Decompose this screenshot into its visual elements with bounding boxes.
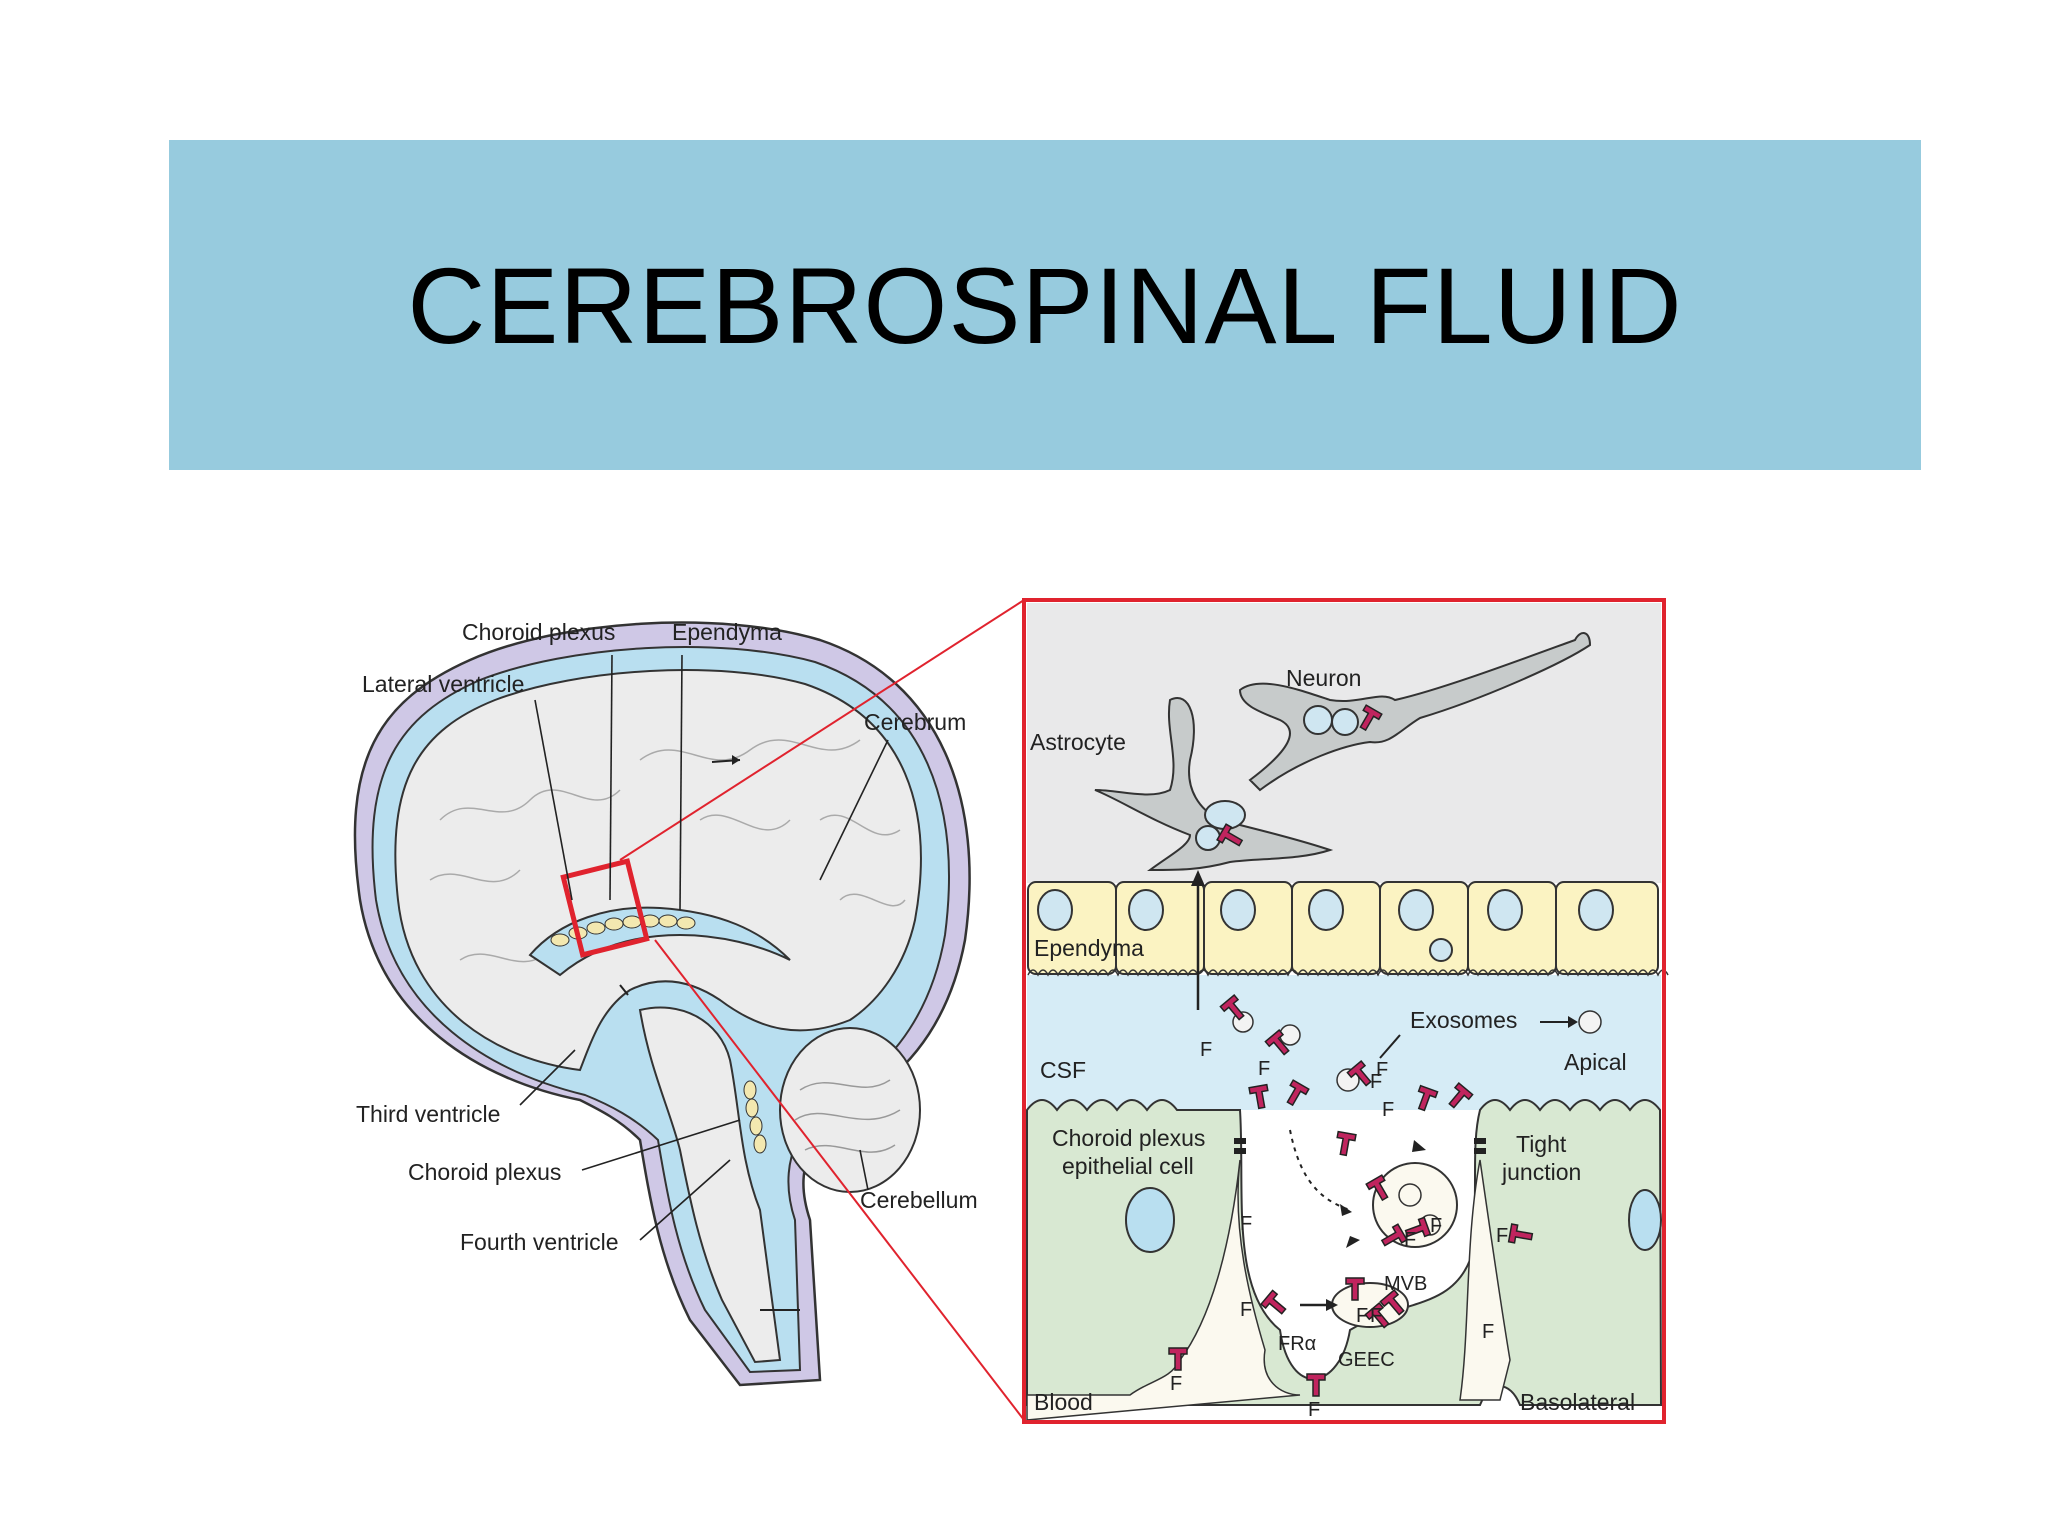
label-tight-line1: Tight bbox=[1516, 1131, 1567, 1157]
label-astrocyte: Astrocyte bbox=[1030, 729, 1126, 755]
slide-title: CEREBROSPINAL FLUID bbox=[407, 244, 1683, 366]
svg-text:F: F bbox=[1376, 1059, 1388, 1081]
label-cerebrum: Cerebrum bbox=[864, 709, 966, 735]
svg-text:F: F bbox=[1404, 1229, 1416, 1251]
brain-sagittal-illustration bbox=[353, 599, 1025, 1421]
svg-text:F: F bbox=[1370, 1305, 1382, 1327]
svg-text:F: F bbox=[1356, 1305, 1368, 1327]
svg-text:F: F bbox=[1430, 1215, 1442, 1237]
svg-text:F: F bbox=[1240, 1299, 1252, 1321]
choroid-plexus-lower bbox=[743, 1080, 767, 1154]
svg-text:F: F bbox=[1370, 1071, 1382, 1093]
label-neuron: Neuron bbox=[1286, 665, 1361, 691]
label-geec: GEEC bbox=[1338, 1349, 1395, 1371]
label-blood: Blood bbox=[1034, 1389, 1093, 1415]
label-basolateral: Basolateral bbox=[1520, 1389, 1635, 1415]
label-tight-line2: junction bbox=[1501, 1159, 1581, 1185]
svg-text:F: F bbox=[1200, 1039, 1212, 1061]
label-cerebellum: Cerebellum bbox=[860, 1187, 978, 1213]
brain-leader-lines bbox=[519, 654, 889, 1241]
label-choroid-cell-line2: epithelial cell bbox=[1062, 1153, 1194, 1179]
label-choroid-cell-line1: Choroid plexus bbox=[1052, 1125, 1205, 1151]
inset-panel bbox=[1022, 598, 1669, 1424]
svg-text:F: F bbox=[1170, 1373, 1182, 1395]
label-exosomes: Exosomes bbox=[1410, 1007, 1517, 1033]
label-lateral-ventricle: Lateral ventricle bbox=[362, 671, 524, 697]
cilia bbox=[1027, 969, 1669, 977]
svg-text:F: F bbox=[1308, 1399, 1320, 1421]
label-mvb: MVB bbox=[1384, 1273, 1427, 1295]
cerebrum-tissue bbox=[394, 669, 922, 1072]
svg-text:F: F bbox=[1482, 1321, 1494, 1343]
label-ependyma-top: Ependyma bbox=[672, 619, 782, 645]
label-third-ventricle: Third ventricle bbox=[356, 1101, 500, 1127]
folate-labels: F F F F F F F F F F F F F F F bbox=[1170, 1039, 1508, 1421]
svg-text:F: F bbox=[1258, 1058, 1270, 1080]
highlight-box bbox=[560, 858, 650, 958]
svg-text:F: F bbox=[1382, 1099, 1394, 1121]
ependymal-nuclei bbox=[1037, 889, 1614, 962]
label-fr-alpha: FRα bbox=[1278, 1333, 1316, 1355]
cerebellum-tissue bbox=[779, 1027, 921, 1193]
neuron-cell bbox=[1238, 632, 1592, 792]
inset-border bbox=[1022, 598, 1666, 1424]
svg-text:F: F bbox=[1240, 1213, 1252, 1235]
svg-text:F: F bbox=[1496, 1225, 1508, 1247]
label-apical: Apical bbox=[1564, 1049, 1627, 1075]
brainstem bbox=[638, 1006, 782, 1364]
label-choroid-plexus-top: Choroid plexus bbox=[462, 619, 615, 645]
tight-junctions bbox=[1234, 1138, 1486, 1154]
basolateral-space bbox=[1026, 1159, 1301, 1421]
title-banner: CEREBROSPINAL FLUID bbox=[169, 140, 1921, 470]
label-ependyma: Ependyma bbox=[1034, 935, 1144, 961]
label-csf: CSF bbox=[1040, 1057, 1086, 1083]
label-fourth-ventricle: Fourth ventricle bbox=[460, 1229, 619, 1255]
label-choroid-plexus-lower: Choroid plexus bbox=[408, 1159, 561, 1185]
